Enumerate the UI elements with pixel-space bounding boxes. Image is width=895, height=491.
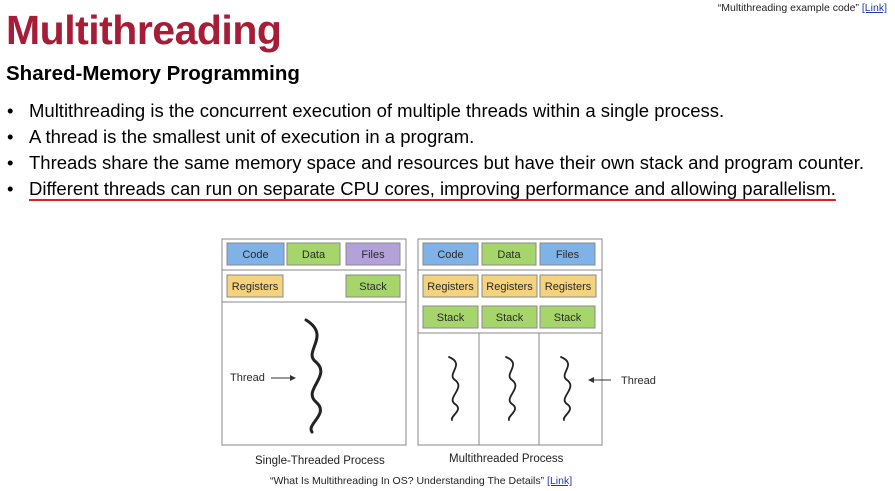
- multi-process-caption: Multithreaded Process: [449, 453, 564, 465]
- code-block: [422, 242, 479, 266]
- stack-label: Stack: [554, 312, 582, 324]
- data-label: Data: [497, 249, 521, 261]
- registers-block: [226, 274, 284, 298]
- data-block: [286, 242, 341, 266]
- bullet-item: • Multithreading is the concurrent execu…: [6, 99, 866, 122]
- code-block: [226, 242, 285, 266]
- bottom-reference-link[interactable]: [Link]: [547, 475, 573, 487]
- thread-squiggle-icon: [505, 356, 517, 421]
- top-reference-link[interactable]: [Link]: [861, 2, 887, 14]
- bullet-item: • A thread is the smallest unit of execu…: [6, 125, 866, 148]
- multi-process-border: [417, 238, 603, 446]
- page-title: Multithreading: [6, 7, 282, 53]
- registers-label: Registers: [232, 281, 279, 293]
- stack-label: Stack: [359, 281, 387, 293]
- stack-block: [481, 305, 538, 329]
- files-block: [539, 242, 596, 266]
- thread-squiggle-icon: [560, 356, 572, 421]
- bullet-list: • Multithreading is the concurrent execu…: [6, 99, 866, 203]
- files-label: Files: [556, 249, 580, 261]
- single-thread-label: Thread: [230, 372, 265, 384]
- files-block: [345, 242, 401, 266]
- registers-block: [539, 274, 597, 298]
- code-label: Code: [242, 249, 268, 261]
- stack-block: [345, 274, 401, 298]
- data-block: [481, 242, 537, 266]
- code-label: Code: [437, 249, 463, 261]
- thread-squiggle-icon: [304, 318, 323, 434]
- bullet-dot: •: [7, 178, 14, 199]
- registers-label: Registers: [427, 281, 474, 293]
- stack-block: [539, 305, 596, 329]
- single-threaded-process: Code Data Files Registers Stack Thread: [221, 238, 407, 446]
- registers-block: [481, 274, 538, 298]
- page-subtitle: Shared-Memory Programming: [6, 62, 300, 85]
- bullet-dot: •: [7, 126, 14, 147]
- stack-label: Stack: [437, 312, 465, 324]
- bullet-text: Multithreading is the concurrent executi…: [29, 100, 725, 121]
- stack-block: [422, 305, 479, 329]
- top-reference: “Multithreading example code” [Link]: [718, 2, 887, 14]
- bullet-text: A thread is the smallest unit of executi…: [29, 126, 475, 147]
- multithreaded-process: Code Data Files Registers Registers Regi…: [417, 238, 656, 446]
- single-process-caption: Single-Threaded Process: [255, 455, 385, 467]
- registers-label: Registers: [486, 281, 533, 293]
- stack-label: Stack: [496, 312, 524, 324]
- bottom-reference-text: “What Is Multithreading In OS? Understan…: [270, 475, 548, 487]
- bottom-reference: “What Is Multithreading In OS? Understan…: [270, 475, 572, 487]
- registers-block: [422, 274, 479, 298]
- bullet-item: • Different threads can run on separate …: [6, 177, 866, 200]
- multi-thread-label: Thread: [621, 375, 656, 387]
- bullet-dot: •: [7, 100, 14, 121]
- bullet-text: Threads share the same memory space and …: [29, 152, 864, 173]
- registers-label: Registers: [545, 281, 592, 293]
- thread-squiggle-icon: [448, 356, 460, 421]
- bullet-text-highlighted: Different threads can run on separate CP…: [29, 178, 836, 199]
- bullet-item: • Threads share the same memory space an…: [6, 151, 866, 174]
- files-label: Files: [361, 249, 385, 261]
- bullet-dot: •: [7, 152, 14, 173]
- single-process-border: [221, 238, 407, 446]
- data-label: Data: [302, 249, 326, 261]
- top-reference-text: “Multithreading example code”: [717, 2, 862, 14]
